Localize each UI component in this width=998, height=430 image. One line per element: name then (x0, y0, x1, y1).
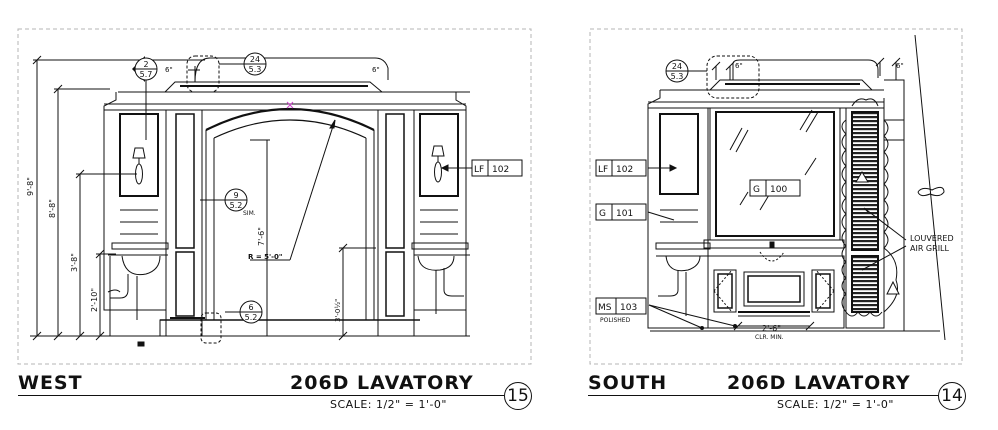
west-detail-number[interactable]: 15 (504, 382, 532, 410)
svg-text:9: 9 (233, 191, 238, 200)
south-mirror (703, 107, 845, 262)
west-sconce-left (132, 147, 146, 185)
callout-24-5.3-west[interactable]: 24 5.3 (219, 52, 267, 76)
callout-9-5.2[interactable]: 9 5.2 SIM. (224, 188, 256, 217)
svg-text:LF: LF (598, 165, 608, 175)
tag-lf-102-south[interactable]: LF 102 (595, 159, 647, 177)
dim-backsplash-height: 3'-8" (70, 253, 79, 272)
svg-text:24: 24 (250, 55, 260, 64)
south-elevation (589, 28, 963, 365)
south-dimension-labels: 6" 6" 2'-6" CLR. MIN. LOUVERED AIR GRILL (735, 62, 954, 341)
dim-arch-radius: R = 5'-0" (248, 253, 283, 261)
dim-clear-width: 2'-6" (762, 324, 781, 333)
svg-text:5.2: 5.2 (245, 313, 258, 322)
west-right-sink (414, 254, 470, 336)
tag-g-100[interactable]: G 100 (749, 179, 801, 197)
west-right-panel (411, 109, 469, 311)
west-sconce-right (431, 145, 445, 183)
west-view-name: WEST (18, 372, 83, 394)
dim-offset-right: 6" (372, 66, 380, 74)
west-room-name: 206D LAVATORY (290, 372, 474, 394)
svg-text:5.3: 5.3 (249, 65, 262, 74)
west-dimension-labels: 9'-8" 8'-8" 3'-8" 2'-10" 3'-0½" 7'-6" R … (26, 66, 380, 322)
svg-text:MS: MS (598, 303, 612, 313)
west-scale: SCALE: 1/2" = 1'-0" (330, 398, 447, 411)
south-detail-number[interactable]: 14 (938, 382, 966, 410)
note-louvered: LOUVERED (910, 234, 954, 243)
tag-g-101[interactable]: G 101 (595, 203, 647, 221)
svg-text:101: 101 (616, 209, 633, 219)
svg-text:103: 103 (620, 303, 637, 313)
dim-overall-height: 9'-8" (26, 177, 35, 196)
south-vanity (707, 255, 845, 331)
svg-text:102: 102 (492, 165, 509, 175)
svg-text:5.3: 5.3 (671, 72, 684, 81)
west-vertical-dimensions (32, 55, 205, 341)
svg-text:2: 2 (143, 60, 148, 69)
svg-text:5.2: 5.2 (230, 201, 243, 210)
tag-ms-103[interactable]: MS 103 POLISHED (595, 297, 647, 324)
svg-text:6: 6 (248, 303, 253, 312)
callout-24-5.3-south[interactable]: 24 5.3 (665, 59, 689, 83)
south-cornice (647, 59, 885, 109)
svg-text:POLISHED: POLISHED (600, 317, 631, 324)
south-viewport-frame (589, 28, 963, 365)
west-elevation (17, 28, 532, 365)
dim-clear-note: CLR. MIN. (755, 334, 784, 341)
west-left-sink (107, 254, 170, 336)
dim-offset-left-south: 6" (735, 62, 743, 70)
dim-right-counter: 3'-0½" (334, 299, 342, 322)
south-room-name: 206D LAVATORY (727, 372, 911, 394)
dim-offset-left: 6" (165, 66, 173, 74)
south-left-cabinet (647, 107, 712, 329)
svg-text:5.7: 5.7 (140, 70, 153, 79)
west-viewport-frame (17, 28, 532, 365)
svg-text:G: G (753, 185, 760, 195)
callout-2-5.7[interactable]: 2 5.7 (132, 56, 158, 82)
dim-cornice-height: 8'-8" (48, 199, 57, 218)
svg-text:LF: LF (474, 165, 484, 175)
west-right-pilaster (377, 109, 415, 337)
south-louvered-grill (841, 98, 907, 329)
west-left-panel (103, 109, 169, 311)
tag-lf-102-west[interactable]: LF 102 (471, 159, 523, 177)
dim-offset-right-south: 6" (896, 62, 904, 70)
west-left-pilaster (165, 109, 205, 337)
svg-text:SIM.: SIM. (243, 210, 256, 217)
dim-counter-height: 2'-10" (90, 288, 99, 312)
dim-arch-rise: 7'-6" (257, 227, 266, 246)
south-scale: SCALE: 1/2" = 1'-0" (777, 398, 894, 411)
south-title-underline (588, 395, 938, 396)
note-air-grill: AIR GRILL (910, 244, 950, 253)
callout-6-5.2[interactable]: 6 5.2 (239, 300, 263, 324)
svg-text:100: 100 (770, 185, 787, 195)
svg-text:G: G (599, 209, 606, 219)
svg-text:24: 24 (672, 62, 682, 71)
west-arch-opening (160, 101, 420, 337)
south-view-name: SOUTH (588, 372, 668, 394)
west-title-underline (18, 395, 504, 396)
svg-text:102: 102 (616, 165, 633, 175)
